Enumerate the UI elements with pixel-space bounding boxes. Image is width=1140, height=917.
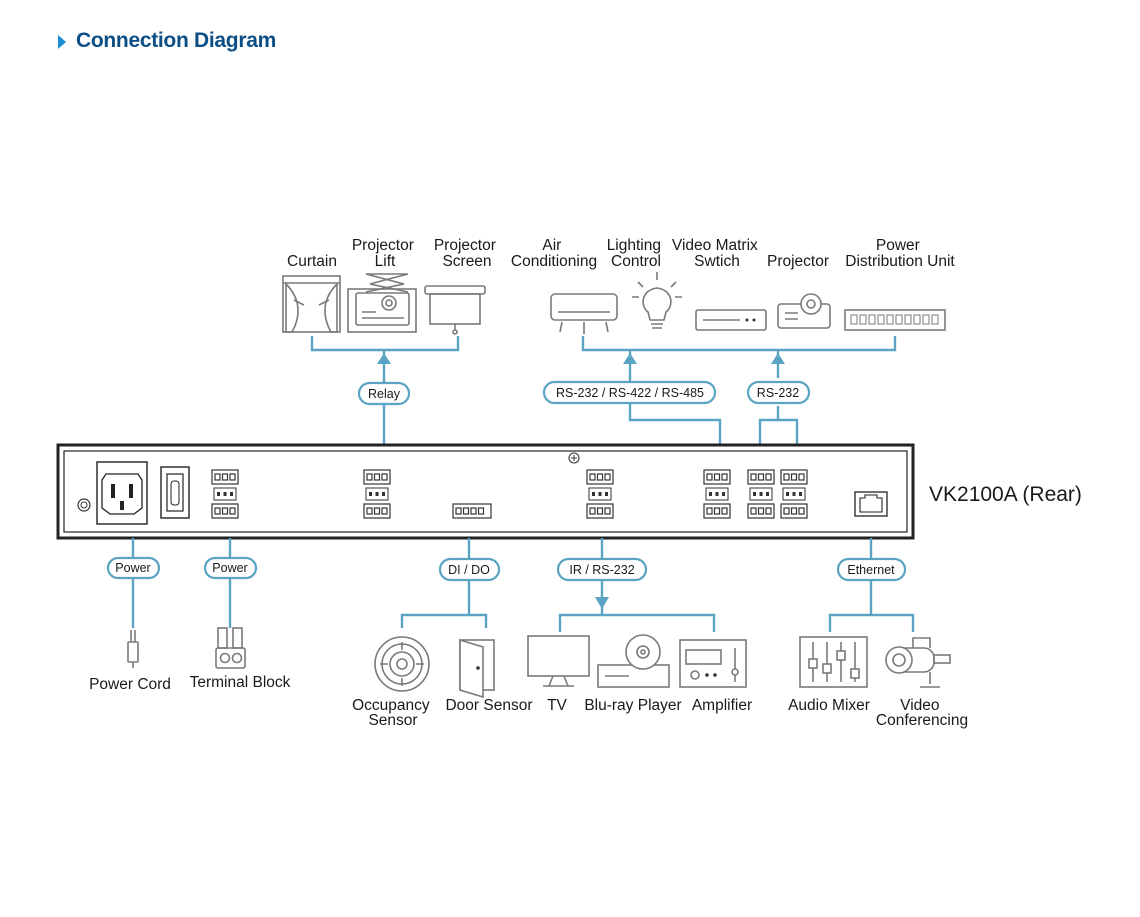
dido-pill: DI / DO xyxy=(438,557,501,582)
label-projector-lift: Projector Lift xyxy=(352,237,418,270)
label-pdu: Power Distribution Unit xyxy=(845,237,955,270)
dido-port[interactable] xyxy=(452,503,492,519)
relay-port[interactable] xyxy=(364,470,390,518)
power-pill-2: Power xyxy=(203,556,258,580)
pdu-outlet xyxy=(895,314,903,325)
svg-text:Ethernet: Ethernet xyxy=(847,563,895,577)
terminal-block-icon xyxy=(215,627,246,669)
svg-text:Power: Power xyxy=(212,561,247,575)
rs-multi-arrow-icon xyxy=(623,353,637,364)
rs232-pill: RS-232 xyxy=(746,380,811,405)
label-video-matrix: Video Matrix Swtich xyxy=(672,237,762,270)
projector-icon xyxy=(777,293,831,329)
power-inlet-icon xyxy=(96,461,148,525)
label-bluray: Blu-ray Player xyxy=(584,697,681,714)
door-sensor-icon xyxy=(459,638,495,699)
svg-text:Relay: Relay xyxy=(368,387,401,401)
rs232-port-2[interactable] xyxy=(781,470,807,518)
rs-multi-port[interactable] xyxy=(704,470,730,518)
light-bulb-icon xyxy=(632,272,682,329)
video-matrix-icon xyxy=(695,309,767,331)
ir-rs232-pill: IR / RS-232 xyxy=(556,557,648,582)
svg-text:Power: Power xyxy=(115,561,150,575)
svg-text:RS-232 / RS-422 / RS-485: RS-232 / RS-422 / RS-485 xyxy=(556,386,704,400)
tv-icon xyxy=(527,635,590,687)
power-terminal-port[interactable] xyxy=(212,470,238,518)
rs232-port-1[interactable] xyxy=(748,470,774,518)
svg-text:RS-232: RS-232 xyxy=(757,386,799,400)
label-audio-mixer: Audio Mixer xyxy=(788,697,870,714)
bluray-player-icon xyxy=(597,634,670,688)
projector-screen-icon xyxy=(424,285,486,335)
pdu-outlet xyxy=(913,314,921,325)
power-cord-icon xyxy=(127,630,139,668)
label-power-cord: Power Cord xyxy=(89,676,171,693)
pdu-outlet xyxy=(922,314,930,325)
ethernet-port[interactable] xyxy=(854,491,888,517)
label-tv: TV xyxy=(547,697,567,714)
air-conditioning-icon xyxy=(550,293,618,334)
label-curtain: Curtain xyxy=(287,253,337,270)
screw-icon xyxy=(568,452,580,464)
pdu-outlet xyxy=(904,314,912,325)
label-occupancy-sensor: Occupancy Sensor xyxy=(352,697,434,729)
projector-lift-icon xyxy=(347,273,417,333)
power-switch[interactable] xyxy=(160,466,190,519)
pdu-outlet xyxy=(850,314,858,325)
ground-screw-icon xyxy=(77,498,91,512)
ir-arrow-icon xyxy=(595,597,609,609)
label-amplifier: Amplifier xyxy=(692,697,752,714)
pdu-outlet xyxy=(886,314,894,325)
label-lighting-control: Lighting Control xyxy=(607,237,666,270)
label-door-sensor: Door Sensor xyxy=(445,697,532,714)
device-name: VK2100A (Rear) xyxy=(929,483,1082,506)
occupancy-sensor-icon xyxy=(374,636,430,692)
curtain-icon xyxy=(282,275,341,333)
pdu-outlet xyxy=(868,314,876,325)
rs232-arrow-icon xyxy=(771,353,785,364)
label-projector-screen: Projector Screen xyxy=(434,237,500,270)
title-marker-icon xyxy=(58,35,66,49)
label-air-conditioning: Air Conditioning xyxy=(511,237,597,270)
rs-multi-pill: RS-232 / RS-422 / RS-485 xyxy=(542,380,717,405)
pdu-icon xyxy=(844,309,946,331)
page-title: Connection Diagram xyxy=(76,29,276,52)
ir-rs232-port[interactable] xyxy=(587,470,613,518)
ethernet-pill: Ethernet xyxy=(836,557,907,582)
label-terminal-block: Terminal Block xyxy=(190,674,291,691)
pdu-outlet xyxy=(859,314,867,325)
label-video-conferencing: Video Conferencing xyxy=(876,697,968,729)
pdu-outlet xyxy=(931,314,939,325)
svg-text:DI / DO: DI / DO xyxy=(448,563,490,577)
relay-pill: Relay xyxy=(357,381,411,406)
audio-mixer-icon xyxy=(799,636,868,688)
relay-arrow-icon xyxy=(377,353,391,364)
pdu-outlet xyxy=(877,314,885,325)
label-projector: Projector xyxy=(767,253,829,270)
video-conferencing-icon xyxy=(885,637,951,688)
amplifier-icon xyxy=(679,639,747,688)
power-pill-1: Power xyxy=(106,556,161,580)
svg-text:IR / RS-232: IR / RS-232 xyxy=(569,563,634,577)
